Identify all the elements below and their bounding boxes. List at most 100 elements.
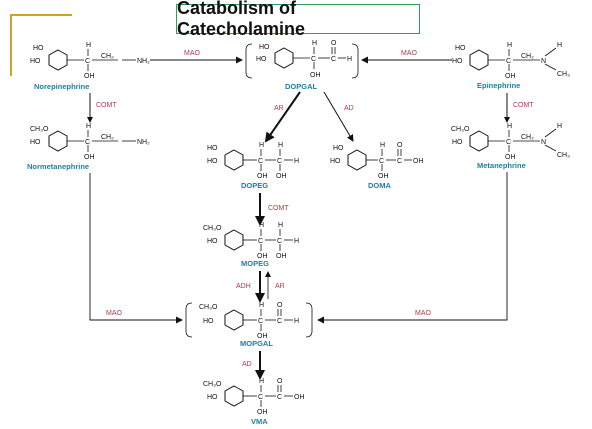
normetanephrine-structure: CH₃O HO H C OH CH₂ NH₂: [30, 123, 150, 161]
atom-ho: HO: [207, 158, 218, 165]
decorative-corner-line-horizontal: [10, 14, 72, 16]
atom-c: C: [506, 139, 511, 146]
label-normetanephrine: Normetanephrine: [27, 162, 89, 171]
atom-oh: OH: [505, 154, 516, 161]
atom-h: H: [294, 318, 299, 325]
arrow-normetanephrine-to-mopgal: [89, 173, 183, 324]
diagram-title: Catabolism of Catecholamine: [176, 0, 420, 39]
atom-c: C: [258, 238, 263, 245]
label-mopgal: MOPGAL: [240, 339, 273, 348]
atom-o: O: [277, 302, 283, 309]
atom-oh: OH: [310, 72, 321, 79]
atom-ho: HO: [330, 158, 341, 165]
atom-oh: OH: [257, 409, 268, 416]
atom-h: H: [86, 123, 91, 130]
atom-oh: OH: [276, 253, 287, 260]
atom-c: C: [85, 139, 90, 146]
atom-c: C: [258, 158, 263, 165]
atom-ch3o: CH₃O: [199, 304, 218, 311]
atom-ho: HO: [30, 58, 41, 65]
atom-h: H: [259, 302, 264, 309]
atom-oh: OH: [505, 73, 516, 80]
atom-ho: HO: [207, 238, 218, 245]
mopgal-structure: CH₃O HO H C OH O C H: [185, 302, 313, 340]
atom-ch2: CH₂: [521, 53, 534, 60]
atom-ch2: CH₂: [521, 134, 534, 141]
atom-c: C: [331, 56, 336, 63]
atom-c: C: [258, 394, 263, 401]
atom-oh: OH: [294, 394, 305, 401]
atom-ch3: CH₃: [557, 71, 570, 78]
dopgal-structure: HO HO H C OH O C H: [245, 40, 359, 79]
atom-ho: HO: [259, 44, 270, 51]
atom-oh: OH: [257, 333, 268, 340]
atom-ch3o: CH₃O: [451, 126, 470, 133]
arrow-dopgal-to-dopeg: [264, 91, 301, 143]
vma-structure: CH₃O HO H C OH O C OH: [203, 378, 305, 416]
enzyme-adh: ADH: [236, 283, 251, 290]
label-dopgal: DOPGAL: [285, 82, 318, 91]
atom-c: C: [506, 58, 511, 65]
arrow-metanephrine-to-mopgal: [317, 172, 508, 324]
atom-h: H: [259, 378, 264, 385]
enzyme-ad: AD: [242, 361, 252, 368]
enzyme-comt: COMT: [96, 102, 117, 109]
atom-c: C: [311, 56, 316, 63]
atom-ch3o: CH₃O: [30, 126, 49, 133]
atom-oh: OH: [413, 158, 424, 165]
atom-ho: HO: [256, 56, 267, 63]
enzyme-comt: COMT: [268, 205, 289, 212]
atom-o: O: [277, 378, 283, 385]
dopeg-structure: HO HO H C OH H C OH H: [207, 142, 299, 180]
atom-c: C: [277, 394, 282, 401]
atom-h: H: [507, 42, 512, 49]
metanephrine-structure: CH₃O HO H C OH CH₂ N H CH₃: [451, 123, 570, 161]
atom-h: H: [380, 142, 385, 149]
atom-ho: HO: [30, 139, 41, 146]
atom-h: H: [557, 42, 562, 49]
atom-ch2: CH₂: [101, 134, 114, 141]
atom-c: C: [277, 238, 282, 245]
label-mopeg: MOPEG: [241, 259, 269, 268]
atom-h: H: [86, 42, 91, 49]
atom-oh: OH: [257, 173, 268, 180]
label-norepinephrine: Norepinephrine: [34, 82, 89, 91]
enzyme-ad: AD: [344, 105, 354, 112]
atom-ch3o: CH₃O: [203, 225, 222, 232]
atom-nh2: NH₂: [137, 139, 150, 146]
atom-h: H: [312, 40, 317, 47]
atom-ch3o: CH₃O: [203, 381, 222, 388]
atom-oh: OH: [276, 173, 287, 180]
atom-c: C: [277, 318, 282, 325]
enzyme-mao: MAO: [415, 310, 432, 317]
atom-c: C: [277, 158, 282, 165]
atom-ho: HO: [452, 58, 463, 65]
label-epinephrine: Epinephrine: [477, 81, 520, 90]
atom-oh: OH: [257, 253, 268, 260]
atom-n: N: [541, 58, 546, 65]
atom-o: O: [331, 40, 337, 47]
enzyme-mao: MAO: [184, 50, 201, 57]
atom-ho: HO: [203, 318, 214, 325]
atom-h: H: [278, 142, 283, 149]
atom-h: H: [294, 238, 299, 245]
decorative-corner-line-vertical: [10, 14, 12, 76]
atom-ch3: CH₃: [557, 152, 570, 159]
label-metanephrine: Metanephrine: [477, 161, 526, 170]
atom-c: C: [85, 58, 90, 65]
atom-n: N: [541, 139, 546, 146]
atom-oh: OH: [84, 73, 95, 80]
label-dopeg: DOPEG: [241, 181, 268, 190]
label-vma: VMA: [251, 417, 268, 426]
atom-ho: HO: [207, 145, 218, 152]
enzyme-mao: MAO: [401, 50, 418, 57]
norepinephrine-structure: HO HO H C OH CH₂ NH₂: [30, 42, 150, 80]
atom-oh: OH: [378, 173, 389, 180]
mopeg-structure: CH₃O HO H C OH H C OH H: [203, 222, 299, 260]
atom-h: H: [507, 123, 512, 130]
enzyme-mao: MAO: [106, 310, 123, 317]
atom-ho: HO: [455, 45, 466, 52]
atom-c: C: [379, 158, 384, 165]
epinephrine-structure: HO HO H C OH CH₂ N H CH₃: [452, 42, 570, 80]
